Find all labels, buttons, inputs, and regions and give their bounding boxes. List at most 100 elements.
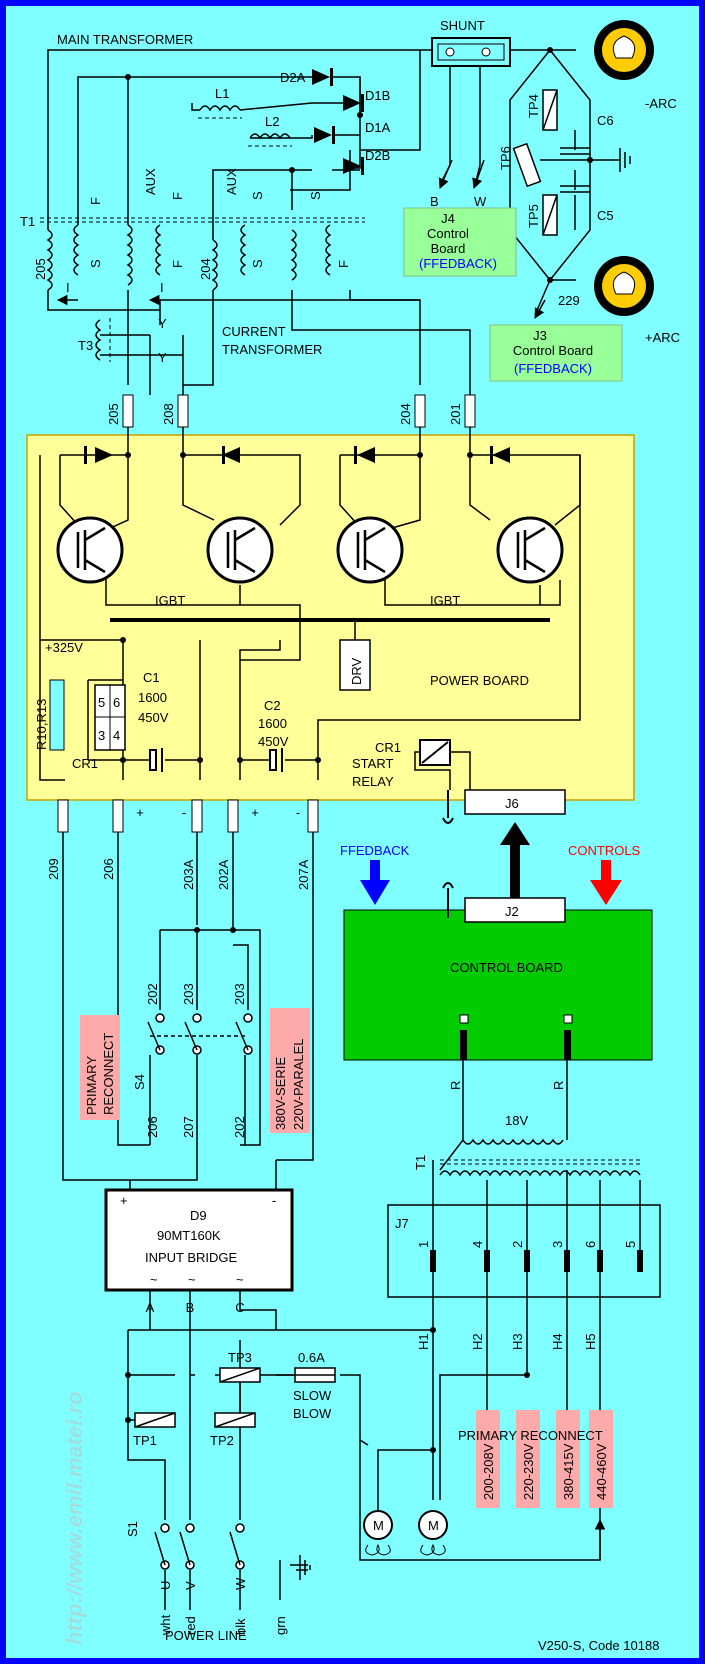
voltage-200-208: 200-208V <box>481 1443 496 1500</box>
arc-plus-connector <box>594 256 654 316</box>
wire-202a: 202A <box>216 859 231 890</box>
i-label-1: I <box>66 280 70 295</box>
igbt-q2 <box>206 516 274 584</box>
relay-label: RELAY <box>352 774 394 789</box>
fuse-rating-label: 0.6A <box>298 1350 325 1365</box>
relay-pin-6: 6 <box>113 695 120 710</box>
sw-top-203-1: 203 <box>181 983 196 1005</box>
j4-label: J4 <box>441 211 455 226</box>
phase-a: A <box>146 1300 155 1315</box>
voltage-box-220-230 <box>516 1410 540 1508</box>
j4-control: Control <box>427 226 469 241</box>
serie-paralel-label-box <box>270 1008 310 1133</box>
f-label-4: F <box>336 260 351 268</box>
d9-label: D9 <box>190 1208 207 1223</box>
t1-upper-label: T1 <box>20 214 35 229</box>
t3-label: T3 <box>78 338 93 353</box>
voltage-440-460: 440-460V <box>594 1443 609 1500</box>
l2-label: L2 <box>265 114 279 129</box>
h3-label: H3 <box>510 1333 525 1350</box>
l1-label: L1 <box>215 86 229 101</box>
diode-d1a <box>314 127 332 143</box>
c1-uf-label: 1600 <box>138 690 167 705</box>
d1a-label: D1A <box>365 120 391 135</box>
c1-label: C1 <box>143 670 160 685</box>
wire-201: 201 <box>448 403 463 425</box>
f-label-3: F <box>170 260 185 268</box>
schematic-sheet: MAIN TRANSFORMER SHUNT -ARC +ARC D2A D1B… <box>6 6 699 1658</box>
power-line-label: POWER LINE <box>165 1628 247 1643</box>
plus-202a: + <box>251 805 259 820</box>
slow-label: SLOW <box>293 1388 332 1403</box>
h1-label: H1 <box>416 1333 431 1350</box>
j7-pin-2: 2 <box>510 1241 525 1248</box>
connector-j2 <box>464 897 566 923</box>
minus-207a: - <box>296 805 300 820</box>
s-label-2: S <box>308 191 323 200</box>
fan-motor-1 <box>363 1510 393 1556</box>
plus325-label: +325V <box>45 640 83 655</box>
connector-j7 <box>387 1204 661 1298</box>
wire-203a: 203A <box>181 859 196 890</box>
j6-label: J6 <box>505 796 519 811</box>
controls-label: CONTROLS <box>568 843 641 858</box>
c2-v-label: 450V <box>258 734 289 749</box>
arc-minus-label: -ARC <box>645 96 677 111</box>
input-bridge-d9 <box>104 1188 294 1292</box>
wire-209: 209 <box>46 858 61 880</box>
c1-v-label: 450V <box>138 710 169 725</box>
relay-pin-4: 4 <box>113 728 120 743</box>
resistor-r10-r13 <box>49 679 65 751</box>
r-label-2: R <box>551 1081 566 1090</box>
relay-pin-3: 3 <box>98 728 105 743</box>
motor-label-1: M <box>373 1518 384 1533</box>
c6-label: C6 <box>597 113 614 128</box>
tp2-label: TP2 <box>210 1433 234 1448</box>
j7-pin-1: 1 <box>416 1241 431 1248</box>
d2b-label: D2B <box>365 148 390 163</box>
j7-pin-3: 3 <box>550 1241 565 1248</box>
arc-plus-label: +ARC <box>645 330 680 345</box>
igbt-q3 <box>336 516 404 584</box>
wire-208: 208 <box>161 403 176 425</box>
j3-label: J3 <box>533 328 547 343</box>
shunt-label: SHUNT <box>440 18 485 33</box>
sw-bottom-206: 206 <box>145 1116 160 1138</box>
w-label: W <box>474 194 487 209</box>
primary-reconnect-full-label: PRIMARY RECONNECT <box>458 1428 603 1443</box>
v18-label: 18V <box>505 1113 528 1128</box>
sw-top-202: 202 <box>145 983 160 1005</box>
voltage-box-380-415 <box>556 1410 580 1508</box>
j6-j2-arrow <box>500 822 530 898</box>
j7-label: J7 <box>395 1216 409 1231</box>
b-label: B <box>430 194 439 209</box>
voltage-box-440-460 <box>589 1410 613 1508</box>
j3-ffedback: (FFEDBACK) <box>514 361 592 376</box>
tilde-3: ~ <box>236 1272 244 1287</box>
control-board <box>343 909 653 1061</box>
aux-label-2: AUX <box>224 168 239 195</box>
igbt-label-1: IGBT <box>155 593 185 608</box>
varistor-tp6 <box>512 142 542 188</box>
h2-label: H2 <box>470 1333 485 1350</box>
wire-204-top: 204 <box>198 258 213 280</box>
plus-bridge: + <box>120 1193 128 1208</box>
igbt-q1 <box>56 516 124 584</box>
h5-label: H5 <box>583 1333 598 1350</box>
phase-w: W <box>233 1577 248 1590</box>
drv-label: DRV <box>349 657 364 685</box>
tp4-label: TP4 <box>526 94 541 118</box>
voltage-380-415: 380-415V <box>561 1443 576 1500</box>
phase-v: V <box>183 1581 198 1590</box>
control-board-label: CONTROL BOARD <box>450 960 563 975</box>
j7-pin-4: 4 <box>470 1241 485 1248</box>
primary-reconnect-label-box <box>80 1015 120 1120</box>
tilde-2: ~ <box>188 1272 196 1287</box>
phase-u: U <box>158 1581 173 1590</box>
j7-pin-6: 6 <box>583 1241 598 1248</box>
wire-grn: grn <box>273 1616 288 1635</box>
arc-minus-connector <box>594 20 654 80</box>
diode-d2b <box>343 158 361 174</box>
start-label: START <box>352 756 393 771</box>
ffedback-arrow <box>360 880 390 905</box>
